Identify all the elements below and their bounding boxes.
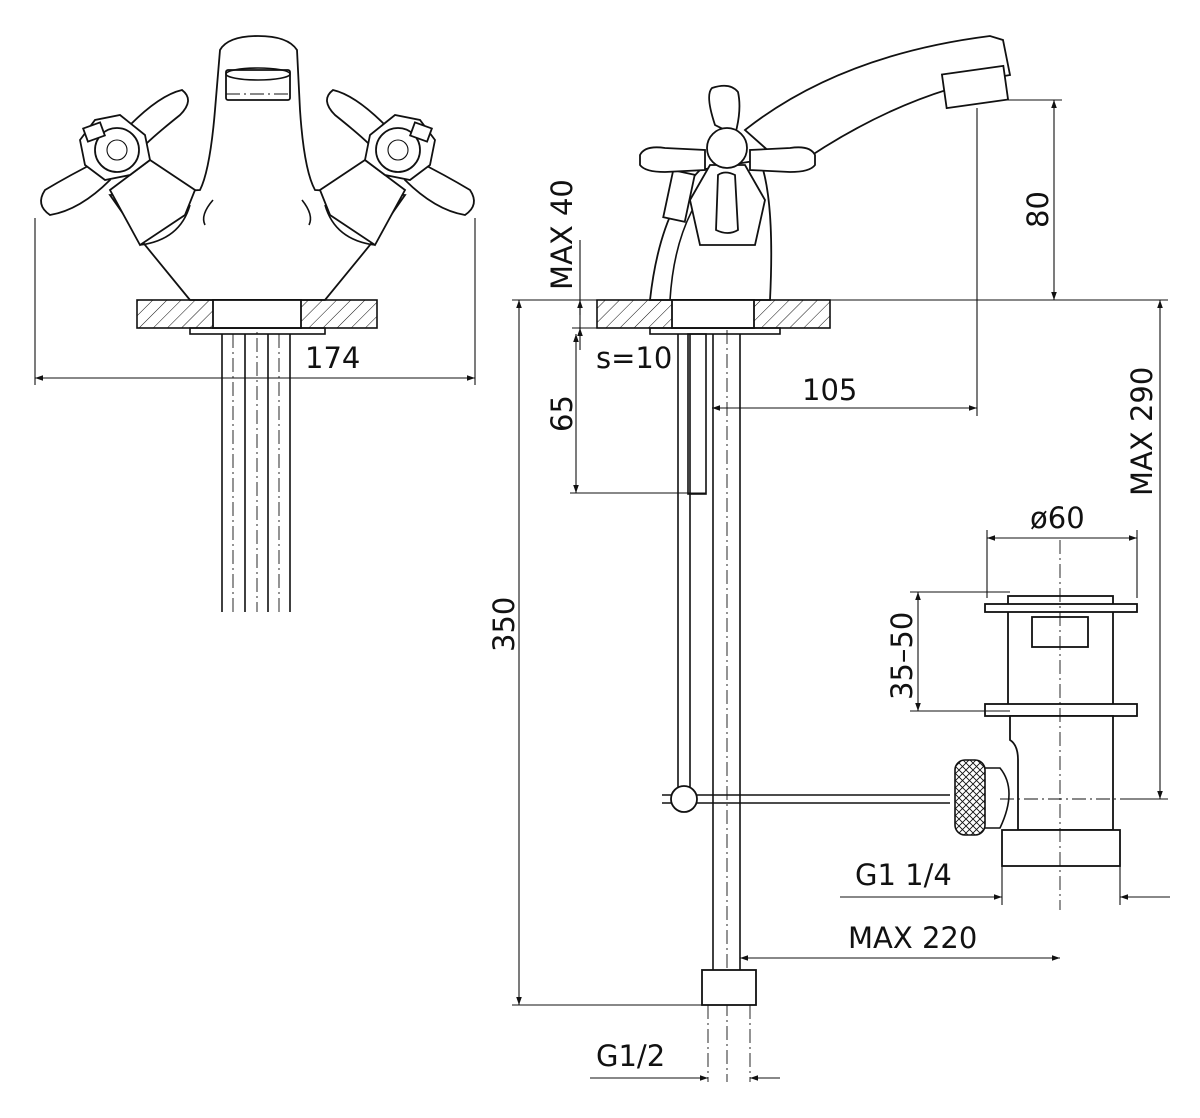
dim-g1-2: G1/2: [596, 1039, 665, 1073]
dim-80: 80: [1021, 191, 1055, 228]
dim-350: 350: [487, 597, 521, 652]
dim-max40: MAX 40: [545, 179, 579, 290]
dim-174: 174: [305, 341, 360, 375]
front-view: 174: [34, 35, 476, 612]
dim-65: 65: [545, 395, 579, 432]
dim-s10: s=10: [596, 341, 672, 375]
dim-max220: MAX 220: [848, 921, 977, 955]
side-view: MAX 40 s=10 65 105 80 MAX 290 350 ø60 35: [487, 35, 1170, 1082]
dim-35-50: 35–50: [885, 612, 919, 700]
dim-105: 105: [802, 373, 857, 407]
dim-g1-14: G1 1/4: [855, 858, 952, 892]
dim-phi60: ø60: [1030, 501, 1085, 535]
dim-max290: MAX 290: [1125, 367, 1159, 496]
